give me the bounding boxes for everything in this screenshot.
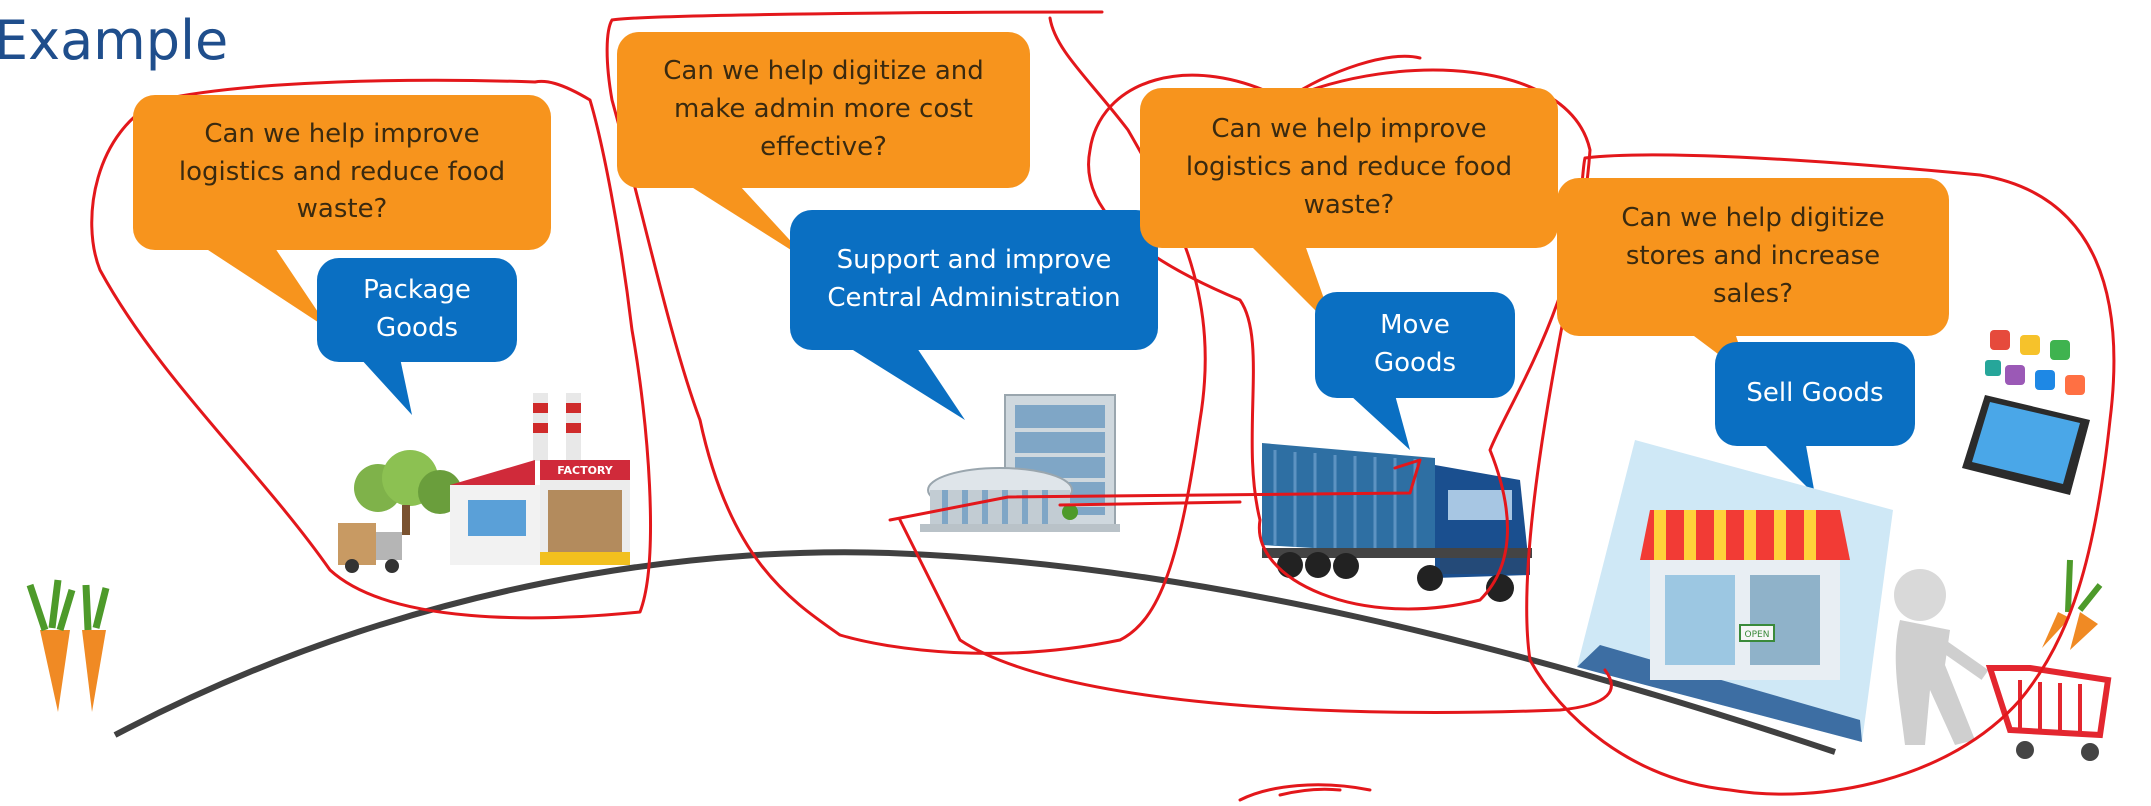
question-4-line-2: stores and increase — [1625, 241, 1881, 272]
annotation-crossing-line — [888, 458, 1422, 522]
question-bubble-1: Can we help improve logistics and reduce… — [133, 95, 551, 250]
action-1-line-1: Package — [363, 275, 471, 306]
action-bubble-3: Move Goods — [1315, 292, 1515, 398]
question-1-line-2: logistics and reduce food — [178, 156, 506, 187]
carrots-right-image — [2042, 559, 2103, 650]
tail-q1 — [205, 248, 330, 330]
annotation-loop-3 — [1087, 54, 1592, 611]
question-2-line-3: effective? — [760, 131, 887, 162]
shopper-cart-image — [1894, 569, 2112, 761]
road-arc — [113, 549, 1836, 755]
tail-q3 — [1250, 245, 1335, 330]
question-1-line-3: waste? — [296, 194, 388, 225]
question-1-line-1: Can we help improve — [204, 118, 480, 149]
tail-a2 — [845, 345, 965, 420]
question-bubble-3: Can we help improve logistics and reduce… — [1140, 88, 1558, 248]
question-3-line-2: logistics and reduce food — [1185, 152, 1513, 183]
action-2-line-2: Central Administration — [827, 283, 1121, 313]
action-3-line-2: Goods — [1373, 348, 1456, 378]
action-bubble-1: Package Goods — [317, 258, 517, 362]
action-2-line-1: Support and improve — [836, 245, 1112, 276]
question-3-line-3: waste? — [1303, 189, 1395, 220]
question-2-line-2: make admin more cost — [674, 94, 973, 125]
question-4-line-3: sales? — [1712, 278, 1794, 309]
carrots-left-image — [26, 579, 110, 712]
action-bubble-4: Sell Goods — [1715, 342, 1915, 446]
tail-a4 — [1760, 440, 1815, 495]
annotation-loop-4 — [1525, 153, 2116, 796]
factory-sign: FACTORY — [557, 464, 614, 477]
action-1-line-2: Goods — [375, 313, 458, 343]
store-open-sign: OPEN — [1745, 630, 1770, 640]
question-bubble-2: Can we help digitize and make admin more… — [617, 32, 1030, 188]
office-building-image — [920, 394, 1120, 532]
question-2-line-1: Can we help digitize and — [663, 56, 984, 87]
tail-a3 — [1350, 395, 1410, 450]
tail-a1 — [360, 358, 412, 415]
action-bubble-2: Support and improve Central Administrati… — [790, 210, 1158, 350]
smartphone-apps-image — [1962, 330, 2090, 495]
action-4-line-1: Sell Goods — [1746, 378, 1884, 409]
question-bubble-4: Can we help digitize stores and increase… — [1557, 178, 1949, 336]
action-3-line-1: Move — [1380, 310, 1450, 341]
factory-image — [338, 393, 630, 573]
store-image: OPEN — [1577, 440, 1893, 742]
red-annotation-strokes — [90, 10, 2116, 802]
annotation-bottom-loop — [898, 518, 1613, 714]
question-4-line-1: Can we help digitize — [1621, 203, 1885, 234]
annotation-stub — [1238, 783, 1372, 802]
page-title: Example — [0, 9, 229, 72]
tail-q2 — [690, 186, 810, 262]
question-3-line-1: Can we help improve — [1211, 114, 1487, 145]
